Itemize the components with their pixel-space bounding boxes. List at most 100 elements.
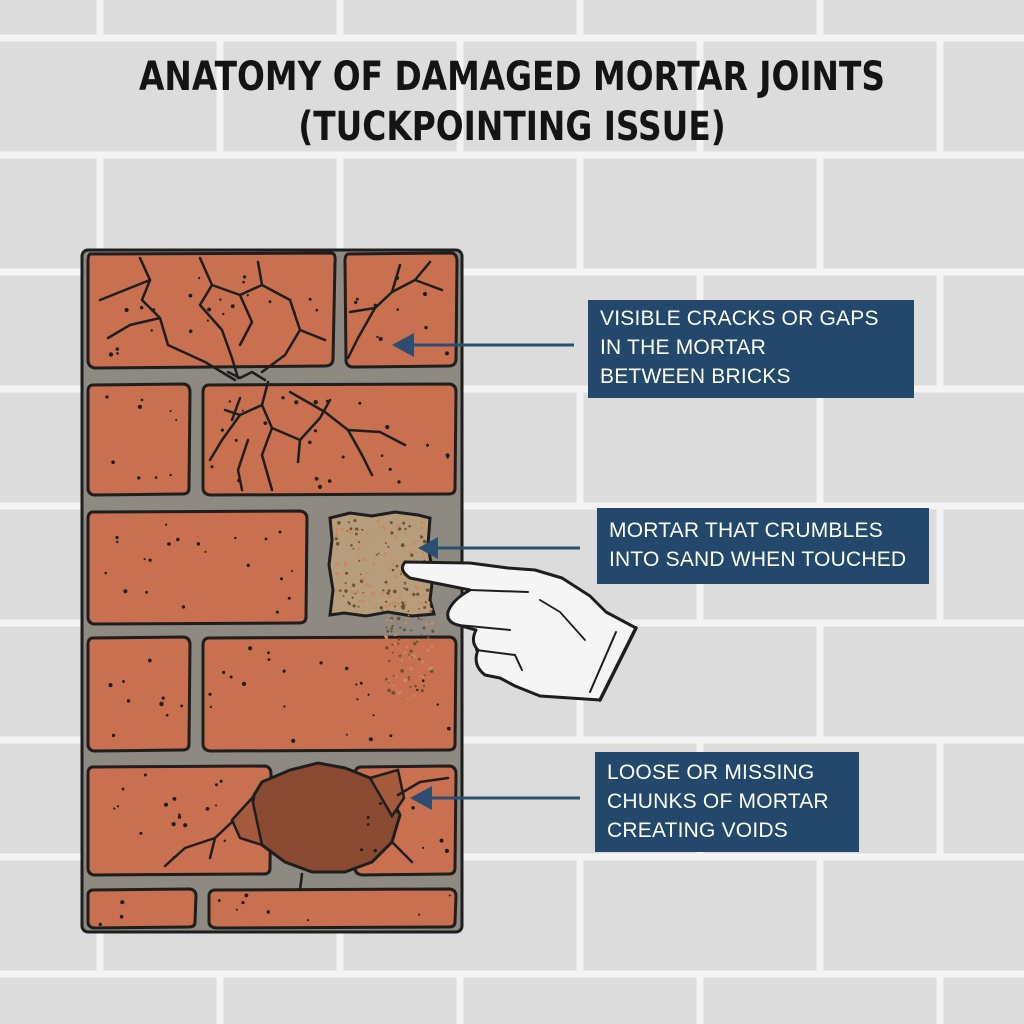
sand-grain xyxy=(394,642,397,645)
sand-grain xyxy=(365,531,369,535)
speck xyxy=(165,523,168,526)
sand-grain xyxy=(367,536,370,540)
speck xyxy=(143,558,146,561)
callout-line: CREATING VOIDS xyxy=(607,819,788,842)
sand-grain xyxy=(382,610,384,612)
sand-grain xyxy=(425,622,429,626)
sand-grain xyxy=(407,676,411,679)
speck xyxy=(422,846,425,849)
sand-grain xyxy=(339,580,342,583)
sand-grain xyxy=(335,527,338,531)
mortar-cracks xyxy=(98,256,450,892)
speck xyxy=(108,683,113,688)
sand-grain xyxy=(356,589,360,593)
speck xyxy=(266,910,270,914)
speck xyxy=(207,307,212,312)
sand-grain xyxy=(421,675,425,679)
speck xyxy=(376,335,379,339)
sand-grain xyxy=(404,532,407,535)
speck xyxy=(171,822,176,827)
sand-grain xyxy=(342,595,345,597)
speck xyxy=(283,705,286,708)
sand-grain xyxy=(408,653,410,656)
sand-grain xyxy=(419,535,424,539)
sand-grain xyxy=(370,591,373,595)
speck xyxy=(222,312,225,316)
speck xyxy=(196,542,201,546)
brick-texture xyxy=(98,275,451,927)
speck xyxy=(358,401,362,405)
sand-grain xyxy=(344,582,347,585)
sand-grain xyxy=(414,684,417,688)
sand-grain xyxy=(408,551,412,554)
speck xyxy=(422,291,428,297)
sand-grain xyxy=(357,546,361,551)
speck xyxy=(446,726,451,731)
sand-grain xyxy=(416,640,419,643)
sand-grain xyxy=(373,606,377,609)
sand-grain xyxy=(394,575,398,579)
sand-grain xyxy=(362,557,367,562)
speck xyxy=(278,530,282,534)
sand-grain xyxy=(335,562,338,566)
sand-grain xyxy=(385,677,388,681)
sand-grain xyxy=(407,614,410,617)
speck xyxy=(308,297,312,301)
sand-grain xyxy=(387,681,390,684)
sand-grain xyxy=(385,646,389,650)
speck xyxy=(230,304,235,309)
sand-grain xyxy=(383,527,387,531)
speck xyxy=(373,848,377,853)
sand-grain xyxy=(412,654,416,658)
sand-grain xyxy=(347,601,350,604)
sand-grain xyxy=(405,646,409,649)
speck xyxy=(287,596,291,600)
sand-grain xyxy=(385,626,388,629)
speck xyxy=(248,646,253,651)
sand-grain xyxy=(395,564,399,568)
speck xyxy=(246,294,249,297)
sand-grain xyxy=(394,605,396,608)
sand-grain xyxy=(402,628,406,632)
sand-grain xyxy=(383,552,388,556)
speck xyxy=(313,400,318,405)
callout-line: VISIBLE CRACKS OR GAPS xyxy=(600,307,879,330)
title-line-1: ANATOMY OF DAMAGED MORTAR JOINTS xyxy=(139,54,885,100)
sand-grain xyxy=(397,642,400,645)
speck xyxy=(152,308,156,312)
sand-grain xyxy=(391,643,394,646)
sand-grain xyxy=(385,600,388,603)
sand-grain xyxy=(384,542,387,544)
sand-grain xyxy=(361,592,365,597)
sand-grain xyxy=(337,521,341,525)
speck xyxy=(181,605,186,609)
brick xyxy=(86,764,273,877)
speck xyxy=(147,658,152,663)
sand-grain xyxy=(376,520,381,524)
speck xyxy=(395,809,400,814)
sand-grain xyxy=(352,548,355,550)
sand-grain xyxy=(350,590,355,595)
sand-grain xyxy=(396,523,400,528)
sand-grain xyxy=(417,657,421,661)
speck xyxy=(217,899,221,902)
sand-grain xyxy=(422,555,426,559)
sand-grain xyxy=(417,540,420,543)
sand-grain xyxy=(397,637,401,641)
sand-grain xyxy=(358,599,362,603)
speck xyxy=(137,476,141,480)
sand-grain xyxy=(400,573,402,576)
sand-grain xyxy=(334,537,338,541)
sand-grain xyxy=(393,589,397,594)
speck xyxy=(327,479,332,483)
sand-grain xyxy=(427,636,430,639)
page-title: ANATOMY OF DAMAGED MORTAR JOINTS (TUCKPO… xyxy=(92,52,932,152)
speck xyxy=(359,681,363,685)
sand-grain xyxy=(416,601,420,604)
speck xyxy=(345,733,348,736)
speck xyxy=(104,571,108,575)
speck xyxy=(313,429,318,433)
sand-grain xyxy=(414,585,418,589)
sand-grain xyxy=(377,552,380,555)
sand-grain xyxy=(400,543,405,548)
